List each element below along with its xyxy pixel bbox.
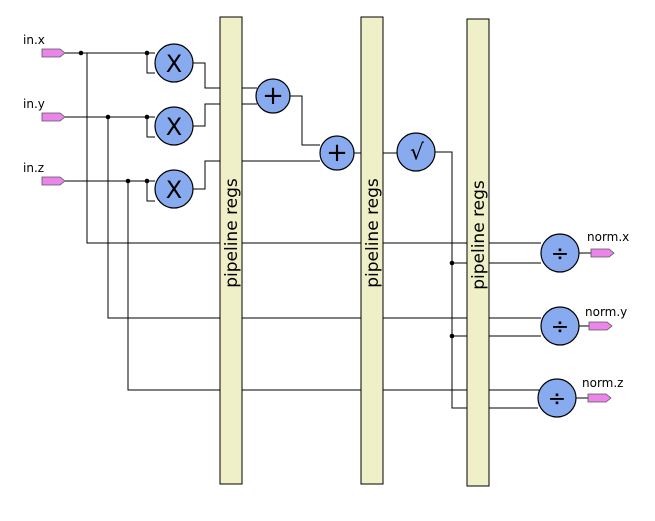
pipeline-register-3: pipeline regs xyxy=(466,18,490,487)
adder-2: + xyxy=(319,135,355,171)
pipeline-register-label: pipeline regs xyxy=(222,178,242,288)
output-label-x: norm.x xyxy=(587,230,629,244)
output-port-z: norm.z xyxy=(576,376,623,403)
input-port-y: in.y xyxy=(23,97,66,122)
multiply-symbol: X xyxy=(166,50,182,78)
output-port-y: norm.y xyxy=(579,305,627,331)
output-label-z: norm.z xyxy=(582,376,623,390)
junction-dot xyxy=(449,260,455,266)
multiplier-x: X xyxy=(154,43,194,83)
adder-1: + xyxy=(255,78,291,114)
junction-dot xyxy=(125,178,131,184)
output-label-y: norm.y xyxy=(585,305,627,319)
divide-symbol: ÷ xyxy=(548,387,566,412)
input-port-x: in.x xyxy=(23,33,66,58)
multiply-symbol: X xyxy=(166,176,182,204)
input-label-z: in.z xyxy=(23,161,44,175)
pipeline-register-label: pipeline regs xyxy=(469,180,489,290)
junction-dot xyxy=(78,50,84,56)
divider-x: ÷ xyxy=(540,233,580,273)
junction-dot xyxy=(144,178,150,184)
square-root: √ xyxy=(396,132,436,172)
pipeline-register-2: pipeline regs xyxy=(360,16,384,485)
multiplier-z: X xyxy=(154,169,194,209)
input-label-x: in.x xyxy=(23,33,45,47)
junctions xyxy=(78,50,455,339)
junction-dot xyxy=(144,114,150,120)
multiply-symbol: X xyxy=(166,113,182,141)
divider-z: ÷ xyxy=(537,378,577,418)
junction-dot xyxy=(144,50,150,56)
divide-symbol: ÷ xyxy=(551,315,569,340)
pipeline-register-1: pipeline regs xyxy=(219,16,243,485)
junction-dot xyxy=(105,114,111,120)
output-port-x: norm.x xyxy=(579,230,629,258)
multiplier-y: X xyxy=(154,106,194,146)
pipeline-register-label: pipeline regs xyxy=(363,178,383,288)
add-symbol: + xyxy=(326,138,348,168)
divider-y: ÷ xyxy=(540,306,580,346)
input-label-y: in.y xyxy=(23,97,45,111)
wire-mul-z-out xyxy=(192,160,320,190)
sqrt-symbol: √ xyxy=(410,141,425,166)
add-symbol: + xyxy=(262,81,284,111)
divide-symbol: ÷ xyxy=(551,242,569,267)
input-port-z: in.z xyxy=(23,161,66,186)
junction-dot xyxy=(449,333,455,339)
wire-add1-out xyxy=(290,95,320,146)
